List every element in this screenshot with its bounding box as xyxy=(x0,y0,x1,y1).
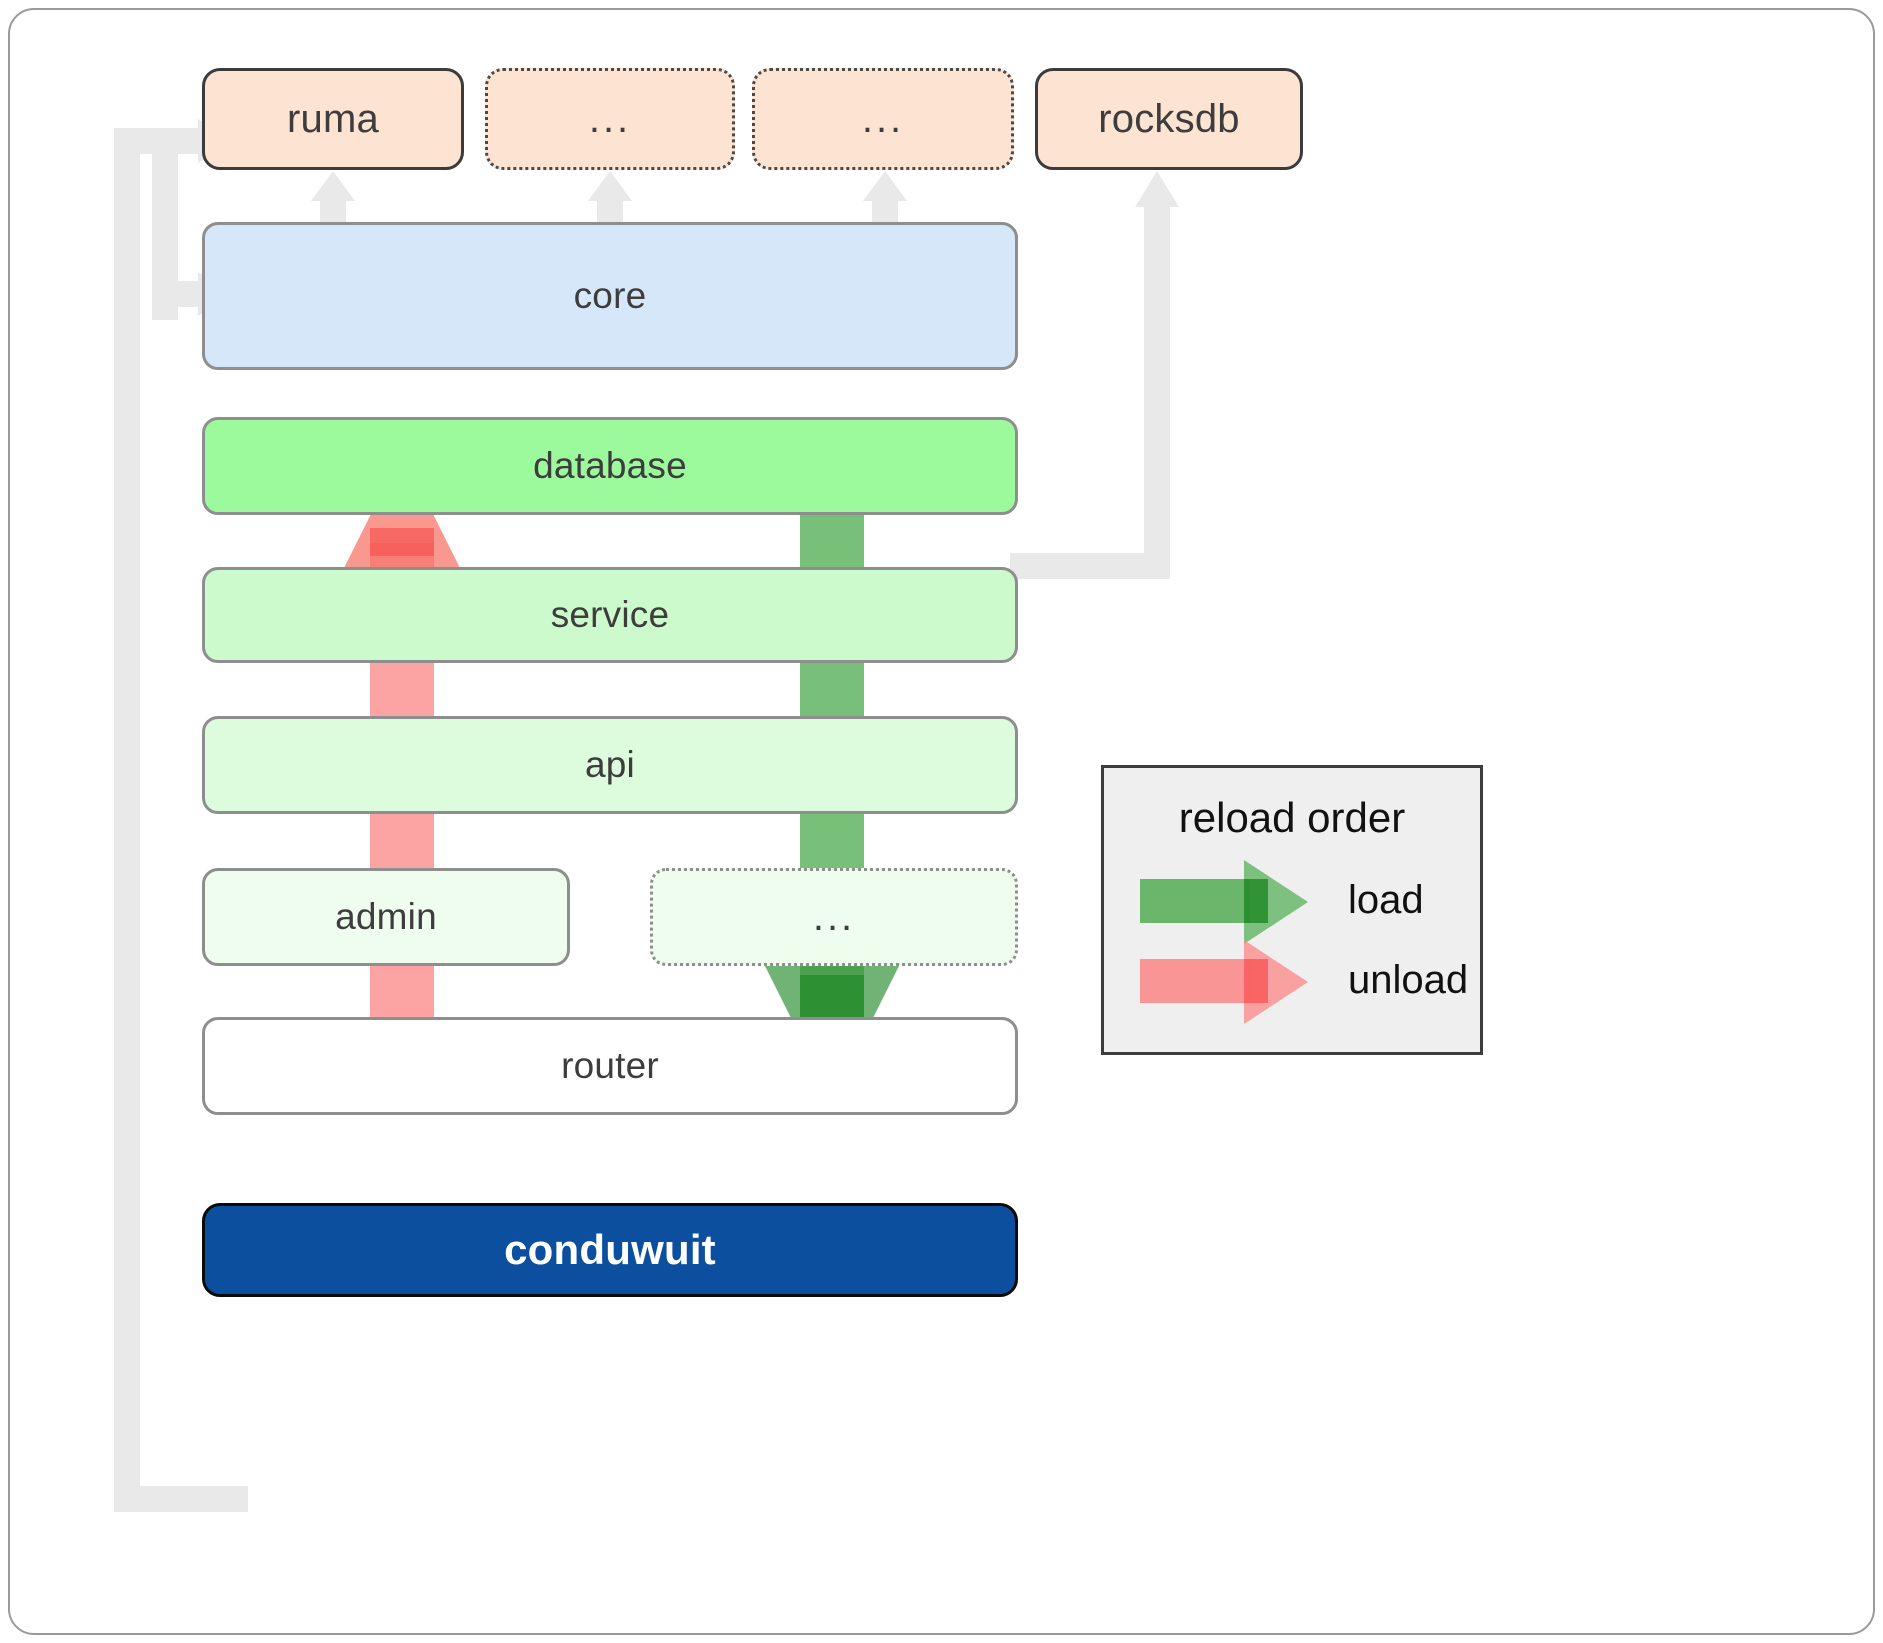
layer-api[interactable]: api xyxy=(202,716,1018,814)
load-arrow-cap xyxy=(800,975,864,1023)
legend-load-cap xyxy=(1244,879,1268,923)
connector-database-to-rocksdb-horizontal xyxy=(1010,553,1170,579)
legend-unload-cap xyxy=(1244,959,1268,1003)
external-crate-label: ... xyxy=(861,96,905,141)
external-crate-label: ... xyxy=(588,96,632,141)
connector-core-to-ext2-arrowhead xyxy=(588,171,632,201)
layer-label: database xyxy=(533,445,687,486)
legend-panel: reload order load unload xyxy=(1101,765,1483,1055)
layer-core[interactable]: core xyxy=(202,222,1018,370)
legend-unload-shaft xyxy=(1140,959,1250,1003)
legend-load-label: load xyxy=(1348,878,1424,922)
layer-admin[interactable]: admin xyxy=(202,868,570,966)
connector-core-to-ext3-arrowhead xyxy=(863,171,907,201)
layer-label: service xyxy=(550,594,670,635)
external-crate-placeholder-2[interactable]: ... xyxy=(752,68,1014,170)
connector-core-branch-horizontal xyxy=(152,281,204,307)
external-crate-label: rocksdb xyxy=(1098,96,1240,141)
connector-core-to-ruma-arrowhead xyxy=(311,171,355,201)
legend-row-unload: unload xyxy=(1104,768,1480,1052)
unload-arrow-cap xyxy=(370,528,434,556)
layer-service[interactable]: service xyxy=(202,567,1018,663)
external-crate-ruma[interactable]: ruma xyxy=(202,68,464,170)
external-crate-placeholder-1[interactable]: ... xyxy=(485,68,735,170)
root-crate-conduwuit[interactable]: conduwuit xyxy=(202,1203,1018,1297)
layer-router[interactable]: router xyxy=(202,1017,1018,1115)
layer-label: ... xyxy=(812,894,856,939)
layer-label: api xyxy=(585,744,635,785)
legend-load-shaft xyxy=(1140,879,1250,923)
legend-row-load: load xyxy=(1104,768,1480,1052)
layer-label: core xyxy=(573,275,647,316)
layer-label: admin xyxy=(335,896,437,937)
connector-conduwuit-left-trunk xyxy=(114,128,140,1512)
layer-database[interactable]: database xyxy=(202,417,1018,515)
root-crate-label: conduwuit xyxy=(504,1226,716,1273)
legend-unload-label: unload xyxy=(1348,958,1469,1002)
legend-title: reload order xyxy=(1178,794,1406,841)
layer-placeholder[interactable]: ... xyxy=(650,868,1018,966)
connector-database-to-rocksdb-vertical xyxy=(1144,205,1170,579)
external-crate-rocksdb[interactable]: rocksdb xyxy=(1035,68,1303,170)
external-crate-label: ruma xyxy=(287,96,379,141)
connector-to-rocksdb-arrowhead xyxy=(1135,171,1179,207)
connector-conduwuit-bottom-segment xyxy=(114,1486,248,1512)
layer-label: router xyxy=(561,1045,659,1086)
